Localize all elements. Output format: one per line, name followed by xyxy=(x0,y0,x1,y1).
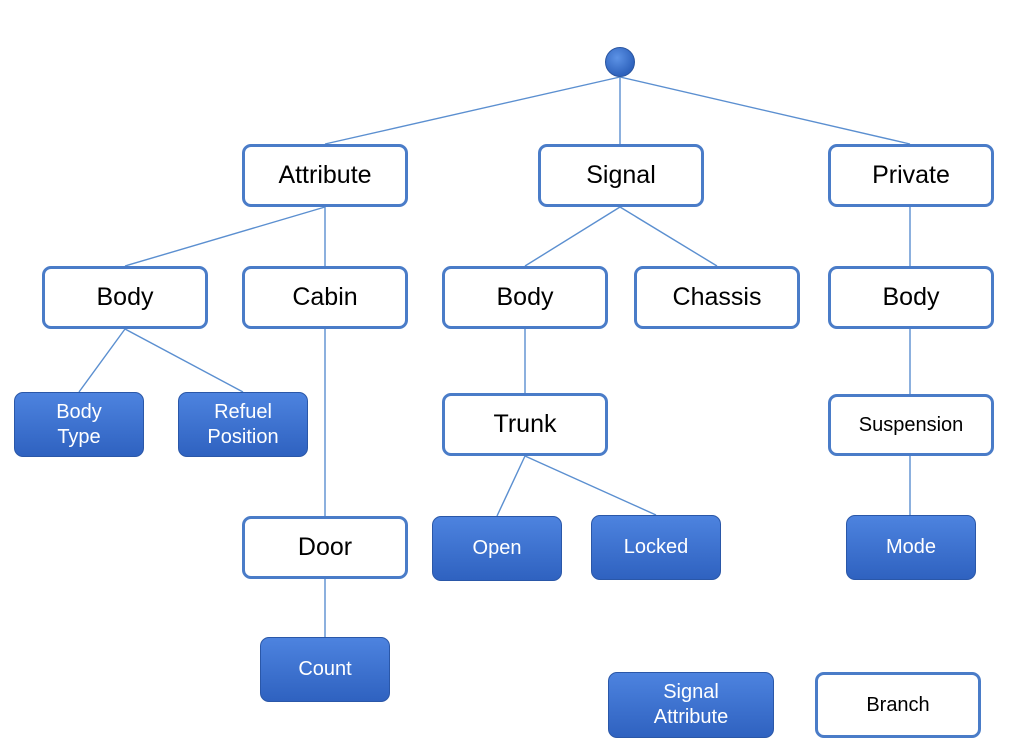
node-chassis: Chassis xyxy=(634,266,800,329)
node-signal-body: Body xyxy=(442,266,608,329)
node-private: Private xyxy=(828,144,994,207)
edge-body-bodytype xyxy=(78,328,126,393)
edge-root-private xyxy=(619,76,911,145)
legend-branch: Branch xyxy=(815,672,981,738)
legend-signal-attribute: Signal Attribute xyxy=(608,672,774,738)
edge-trunk-locked xyxy=(524,455,657,516)
edge-trunk-open xyxy=(496,455,526,517)
node-open: Open xyxy=(432,516,562,581)
node-cabin: Cabin xyxy=(242,266,408,329)
node-attribute-body: Body xyxy=(42,266,208,329)
root-node xyxy=(605,47,635,77)
node-body-type: Body Type xyxy=(14,392,144,457)
node-trunk: Trunk xyxy=(442,393,608,456)
node-locked: Locked xyxy=(591,515,721,580)
edge-signal-chassis xyxy=(619,206,718,267)
node-private-body: Body xyxy=(828,266,994,329)
edge-attribute-body xyxy=(124,206,326,267)
node-door: Door xyxy=(242,516,408,579)
edge-signal-body xyxy=(524,206,621,267)
node-signal: Signal xyxy=(538,144,704,207)
node-attribute: Attribute xyxy=(242,144,408,207)
edge-root-attribute xyxy=(324,76,621,145)
edge-body-refuelposition xyxy=(124,328,244,393)
node-suspension: Suspension xyxy=(828,394,994,456)
node-count: Count xyxy=(260,637,390,702)
node-refuel-position: Refuel Position xyxy=(178,392,308,457)
node-mode: Mode xyxy=(846,515,976,580)
